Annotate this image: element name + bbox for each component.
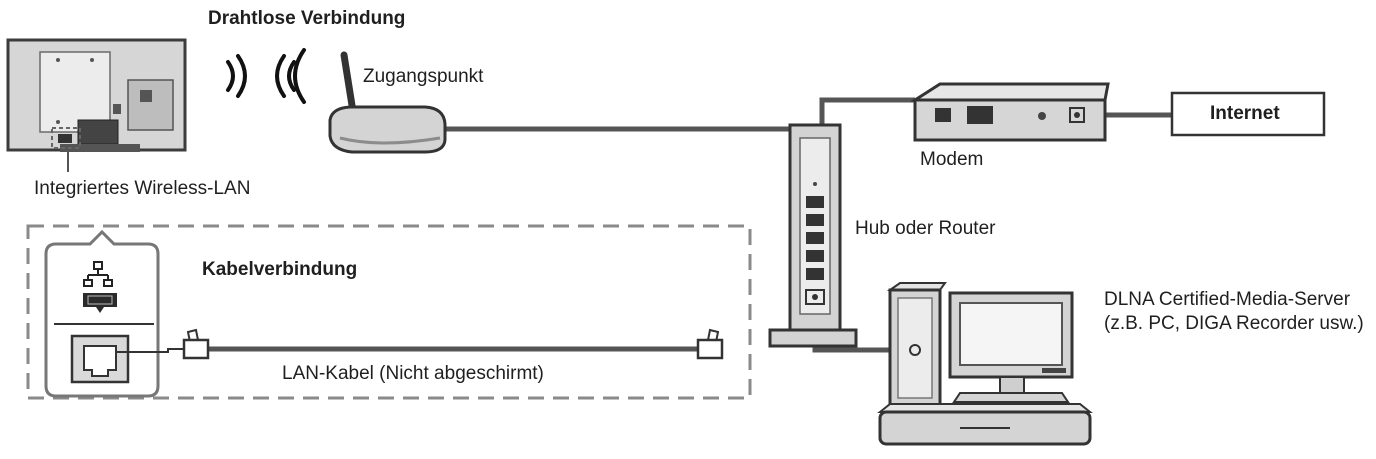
modem-label: Modem [920,149,984,170]
wireless-connection-title: Drahtlose Verbindung [208,8,406,29]
wired-connection-frame [26,224,752,400]
network-icon [83,261,113,287]
pc-icon [877,282,1093,446]
hub-router-icon [768,123,858,348]
internet-label: Internet [1210,103,1280,124]
hub-router-label: Hub oder Router [855,218,996,239]
port-tag-icon [83,293,117,313]
wired-connection-title: Kabelverbindung [202,259,358,280]
lan-port-icon [70,334,190,384]
lan-plug-right-icon [696,328,724,360]
tv-icon [6,38,187,152]
router-to-modem-line [819,97,915,125]
integrated-wlan-label: Integriertes Wireless-LAN [34,178,251,199]
access-point-icon [328,51,447,154]
internet-box [1170,91,1326,137]
lan-cable-label: LAN-Kabel (Nicht abgeschirmt) [282,363,544,384]
dlna-server-label: DLNA Certified-Media-Server (z.B. PC, DI… [1104,289,1364,334]
wifi-waves-icon [226,48,306,104]
access-point-label: Zugangspunkt [363,66,484,87]
modem-icon [909,82,1110,142]
lan-plug-left-icon [182,328,210,360]
